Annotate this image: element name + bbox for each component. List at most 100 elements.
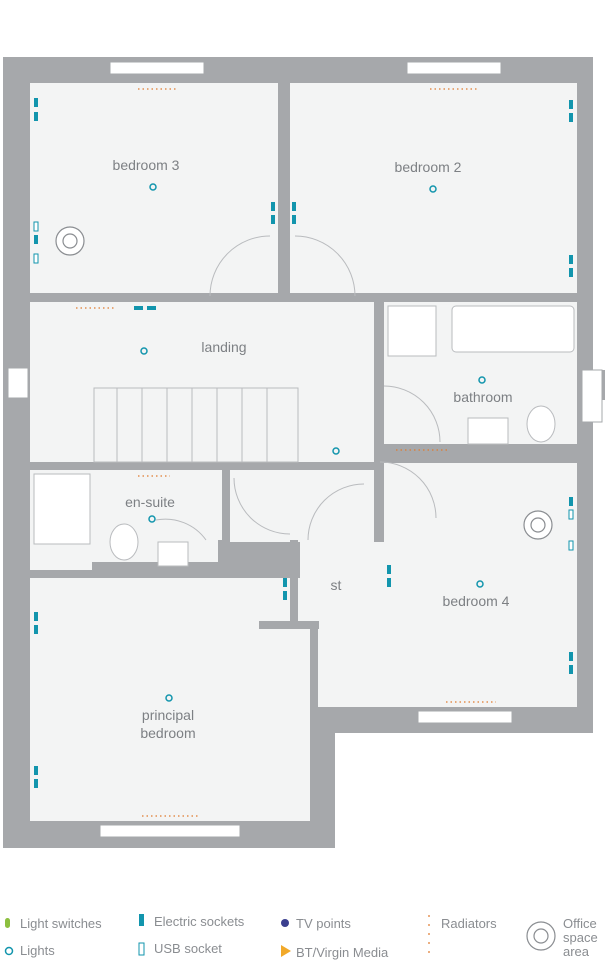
- door-bedroom-2: [294, 235, 356, 297]
- legend-office-line3: area: [563, 944, 590, 959]
- window-landing: [7, 367, 29, 399]
- door-bedroom-4: [379, 461, 437, 519]
- electric-socket-icon: [34, 625, 38, 634]
- shower-tray-ensuite: [33, 473, 91, 545]
- toilet-bathroom: [526, 405, 556, 443]
- toilet-ensuite: [109, 523, 139, 561]
- door-bathroom: [383, 385, 441, 443]
- usb-socket-icon: [33, 253, 39, 264]
- electric-socket-icon: [34, 779, 38, 788]
- electric-socket-icon: [34, 612, 38, 621]
- door-landing-principal: [233, 477, 291, 535]
- doors: [155, 235, 441, 541]
- room-label-bedroom-3: bedroom 3: [113, 157, 180, 173]
- legend-tv-points: TV points: [296, 916, 351, 931]
- radiators: [76, 88, 496, 817]
- electric-socket-icon: [34, 766, 38, 775]
- bedroom-4-notch: [384, 542, 577, 628]
- electric-socket-icon: [569, 113, 573, 122]
- bedroom-2-floor: [290, 83, 577, 293]
- light-switch-icon: [5, 918, 10, 928]
- window-bathroom: [581, 369, 603, 423]
- legend-light-switches: Light switches: [20, 916, 102, 931]
- electric-socket-icon: [569, 268, 573, 277]
- light-icon: [429, 185, 437, 193]
- door-bedroom-3: [209, 235, 271, 297]
- window-principal: [99, 824, 241, 838]
- electric-socket-icon: [387, 565, 391, 574]
- electric-socket-icon: [34, 235, 38, 244]
- fixtures: [33, 305, 575, 567]
- office-chair-icon: [526, 921, 556, 951]
- room-label-ensuite: en-suite: [125, 494, 175, 510]
- office-chair-icon: [55, 226, 85, 256]
- usb-socket-icon: [138, 942, 145, 956]
- light-icon: [332, 447, 340, 455]
- electric-socket-icon: [134, 306, 143, 310]
- room-label-landing: landing: [201, 339, 246, 355]
- light-icon: [148, 515, 156, 523]
- electric-socket-icon: [283, 591, 287, 600]
- electric-socket-icon: [147, 306, 156, 310]
- legend: Light switches Lights Electric sockets U…: [4, 914, 598, 960]
- light-icon: [478, 376, 486, 384]
- room-label-principal-line1: principal: [142, 707, 194, 723]
- room-label-principal-line2: bedroom: [140, 725, 195, 741]
- light-icon: [149, 183, 157, 191]
- basin-ensuite: [157, 541, 189, 567]
- legend-lights: Lights: [20, 943, 55, 958]
- room-labels: bedroom 3 bedroom 2 landing bathroom en-…: [113, 157, 513, 741]
- light-icon: [140, 347, 148, 355]
- legend-electric-sockets: Electric sockets: [154, 914, 245, 929]
- office-chair-icon: [523, 510, 553, 540]
- usb-sockets: [33, 221, 574, 551]
- legend-office-line2: space: [563, 930, 598, 945]
- electric-socket-icon: [387, 578, 391, 587]
- electric-socket-icon: [292, 202, 296, 211]
- light-icon: [165, 694, 173, 702]
- light-icon: [476, 580, 484, 588]
- bt-virgin-icon: [281, 945, 291, 957]
- electric-socket-icon: [569, 665, 573, 674]
- legend-radiators: Radiators: [441, 916, 497, 931]
- electric-socket-icon: [271, 202, 275, 211]
- room-label-bedroom-2: bedroom 2: [395, 159, 462, 175]
- bath: [451, 305, 575, 353]
- window-bedroom-3: [109, 61, 205, 75]
- window-bedroom-4: [417, 710, 513, 724]
- sockets: [34, 98, 573, 788]
- principal-floor: [30, 578, 310, 821]
- light-icon: [4, 946, 14, 956]
- shower-tray-bathroom: [387, 305, 437, 357]
- electric-socket-icon: [569, 497, 573, 506]
- electric-socket-icon: [292, 215, 296, 224]
- electric-socket-icon: [569, 100, 573, 109]
- office-space-areas: [55, 226, 553, 540]
- door-ensuite: [155, 518, 207, 541]
- electric-socket-icon: [139, 914, 144, 926]
- electric-socket-icon: [34, 98, 38, 107]
- legend-usb-socket: USB socket: [154, 941, 222, 956]
- legend-office-line1: Office: [563, 916, 597, 931]
- legend-bt-virgin: BT/Virgin Media: [296, 945, 389, 960]
- basin-bathroom: [467, 417, 509, 445]
- electric-socket-icon: [569, 255, 573, 264]
- usb-socket-icon: [568, 540, 574, 551]
- electric-socket-icon: [34, 112, 38, 121]
- internal-walls: [30, 302, 577, 629]
- usb-socket-icon: [33, 221, 39, 232]
- door-store: [307, 483, 365, 541]
- usb-socket-icon: [568, 509, 574, 520]
- room-label-bedroom-4: bedroom 4: [443, 593, 510, 609]
- room-label-store: st: [331, 577, 342, 593]
- tv-point-icon: [281, 919, 289, 927]
- staircase: [93, 387, 299, 463]
- electric-socket-icon: [271, 215, 275, 224]
- electric-socket-icon: [283, 578, 287, 587]
- electric-socket-icon: [569, 652, 573, 661]
- lights: [140, 183, 486, 702]
- landing-floor: [30, 302, 374, 462]
- window-bedroom-2: [406, 61, 502, 75]
- bedroom-3-floor: [30, 83, 278, 293]
